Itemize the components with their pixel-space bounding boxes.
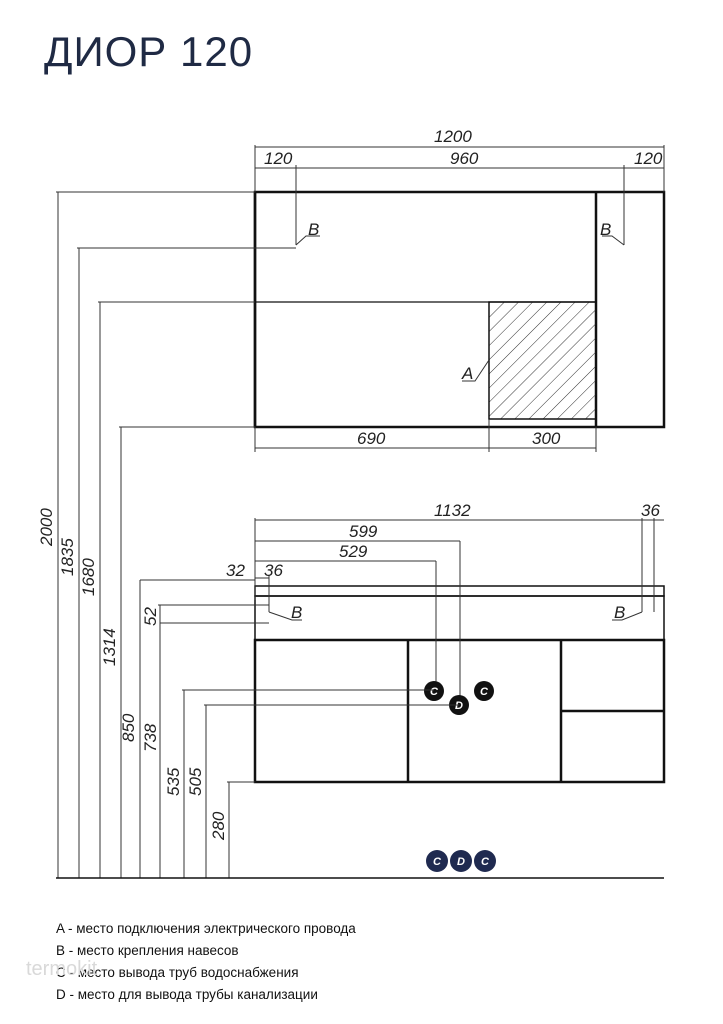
dim-h-1835: 1835: [58, 538, 77, 576]
height-dimension-lines: [56, 191, 459, 878]
legend-item-d: D - место для вывода трубы канализации: [56, 987, 318, 1002]
pipe-markers-floor: [426, 850, 496, 872]
dim-h-1314: 1314: [100, 628, 119, 666]
dim-h-738: 738: [141, 723, 160, 752]
cabinet-top-dimensions: [140, 518, 664, 700]
dim-cab-32: 32: [226, 561, 245, 580]
dim-h-505: 505: [186, 767, 205, 796]
dim-h-52: 52: [141, 607, 160, 626]
pipe-markers-cabinet: [424, 681, 494, 715]
mirror-bottom-dimensions: [254, 419, 597, 452]
cabinet-hanger-markers: [268, 611, 643, 621]
dim-top-right: 120: [634, 149, 663, 168]
dim-h-2000: 2000: [37, 508, 56, 547]
legend-item-b: B - место крепления навесов: [56, 943, 239, 958]
dim-top-mid: 960: [450, 149, 479, 168]
electrical-zone-hatch: [488, 301, 597, 420]
legend-item-c: C - место вывода труб водоснабжения: [56, 965, 299, 980]
marker-b-cab-left: B: [291, 603, 302, 622]
dim-h-280: 280: [209, 811, 228, 841]
marker-c-floor-right: [474, 850, 496, 872]
dim-h-535: 535: [164, 767, 183, 796]
mirror-top-dimensions: [254, 145, 665, 245]
dim-top-left: 120: [264, 149, 293, 168]
marker-b-mirror-left: B: [308, 220, 319, 239]
marker-a-leader: [462, 359, 490, 382]
mirror-unit: [253, 190, 666, 429]
page-title: ДИОР 120: [44, 28, 254, 75]
marker-c-floor-left: [426, 850, 448, 872]
dim-h-1680: 1680: [79, 558, 98, 596]
dim-cab-total: 1132: [434, 501, 471, 520]
legend-item-a: A - место подключения электрического про…: [56, 921, 356, 936]
dim-cab-right: 36: [641, 501, 660, 520]
dim-cab-36: 36: [264, 561, 283, 580]
dim-top-total: 1200: [434, 127, 472, 146]
marker-d-floor: [450, 850, 472, 872]
marker-c-cab-right-label: C: [480, 686, 489, 698]
dim-h-850: 850: [119, 713, 138, 742]
marker-c-cab-left: [424, 681, 444, 701]
marker-b-cab-right: B: [614, 603, 625, 622]
mirror-hanger-markers: [295, 235, 625, 246]
watermark: termokit: [26, 958, 98, 980]
dim-cab-529: 529: [339, 542, 368, 561]
marker-c-cab-right: [474, 681, 494, 701]
dim-cab-599: 599: [349, 522, 378, 541]
marker-d-cab-label: D: [455, 700, 463, 712]
marker-c-floor-right-label: C: [481, 856, 490, 868]
marker-c-floor-left-label: C: [433, 856, 442, 868]
marker-b-mirror-right: B: [600, 220, 611, 239]
marker-d-floor-label: D: [457, 856, 465, 868]
marker-a: A: [461, 364, 473, 383]
marker-c-cab-left-label: C: [430, 686, 439, 698]
dim-mirror-bottom-left: 690: [357, 429, 386, 448]
dim-mirror-bottom-right: 300: [532, 429, 561, 448]
legend: A - место подключения электрического про…: [56, 918, 356, 1006]
